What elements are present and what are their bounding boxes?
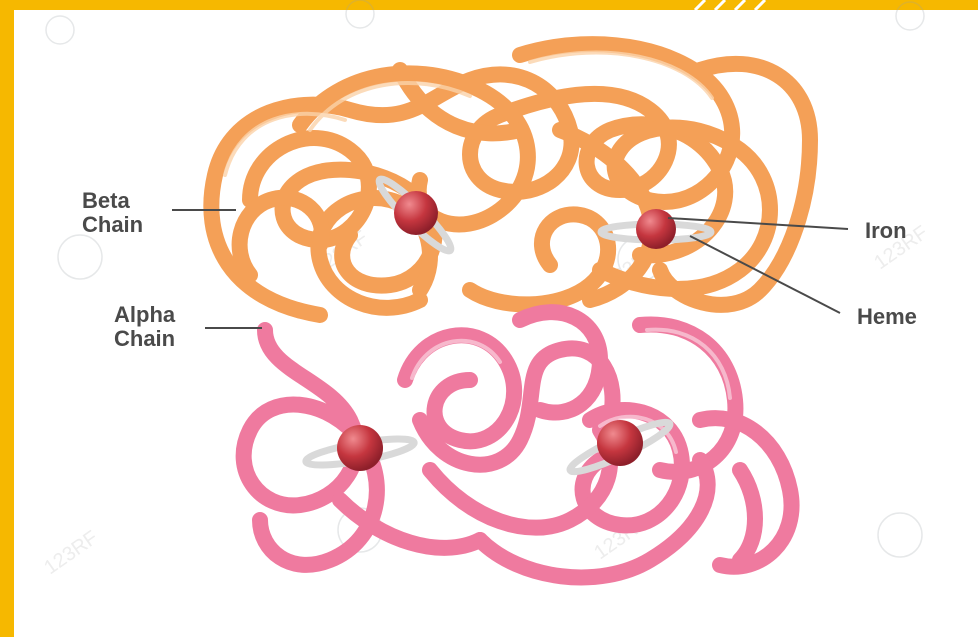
- beta-chain-label: Beta Chain: [82, 189, 143, 237]
- svg-text:123RF: 123RF: [40, 527, 102, 579]
- iron-sphere: [337, 425, 383, 471]
- iron-sphere: [597, 420, 643, 466]
- beta-chain-label-line1: Beta: [82, 189, 143, 213]
- iron-sphere: [636, 209, 676, 249]
- alpha-chain-label-line2: Chain: [114, 327, 175, 351]
- iron-sphere: [394, 191, 438, 235]
- alpha-chain-label-line1: Alpha: [114, 303, 175, 327]
- heme-group-lower-left: [304, 425, 415, 471]
- alpha-chain-label: Alpha Chain: [114, 303, 175, 351]
- heme-label: Heme: [857, 305, 917, 329]
- iron-label: Iron: [865, 219, 907, 243]
- beta-chain-strands: [211, 44, 810, 315]
- beta-chain-label-line2: Chain: [82, 213, 143, 237]
